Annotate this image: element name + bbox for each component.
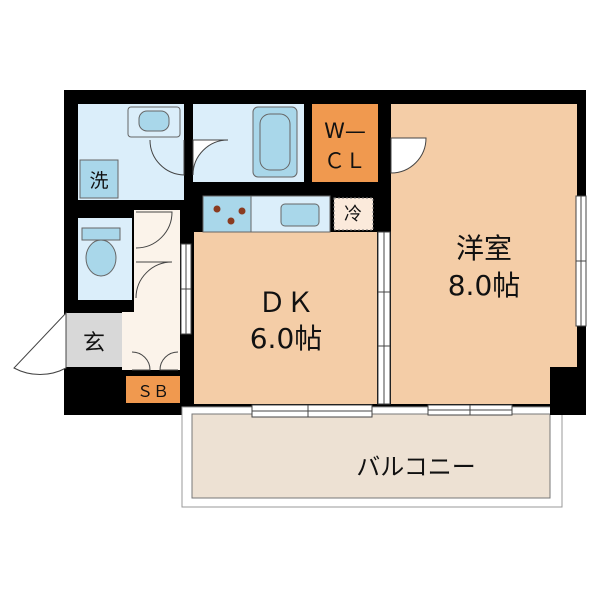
shoe-box-door-swing	[131, 351, 151, 371]
bathtub-inner-icon	[259, 113, 291, 171]
shoe-box-label: ＳＢ	[137, 382, 169, 401]
entrance-door-swing	[13, 311, 67, 375]
washbasin-bowl-icon	[138, 110, 170, 132]
shoe-box-storage	[126, 376, 180, 403]
entrance-floor	[66, 313, 122, 367]
toilet-door-swing	[135, 261, 173, 299]
fridge-space	[333, 197, 374, 231]
laundry-label: 洗	[89, 170, 108, 192]
closet-label-line2: ＣＬ	[324, 149, 366, 173]
bathroom-door-swing	[192, 139, 229, 176]
dk-size: 6.0帖	[250, 322, 323, 355]
walk-in-closet-floor	[312, 104, 378, 182]
western-room-door-swing	[390, 137, 427, 174]
shoe-box-door-swing	[159, 351, 179, 371]
burner-icon	[238, 207, 246, 215]
kitchen-sink-icon	[280, 203, 320, 227]
dk-name: ＤＫ	[258, 286, 314, 319]
western-room-corner-column	[550, 367, 586, 415]
burner-icon	[227, 217, 235, 225]
washroom-door-swing	[149, 139, 185, 176]
closet-label-line1: W—	[324, 119, 366, 143]
entrance-label: 玄	[83, 331, 105, 356]
western-room-name: 洋室	[456, 232, 512, 265]
hallway-door-swing	[135, 211, 173, 249]
toilet-bowl-icon	[85, 239, 117, 277]
fridge-label: 冷	[344, 204, 362, 225]
washing-machine-space	[79, 159, 119, 199]
western-room-size: 8.0帖	[448, 269, 521, 302]
balcony-label: バルコニー	[356, 453, 476, 481]
toilet-tank-icon	[81, 227, 121, 241]
burner-icon	[213, 205, 221, 213]
dk-floor	[194, 232, 377, 404]
hallway-lower-floor	[122, 312, 180, 370]
